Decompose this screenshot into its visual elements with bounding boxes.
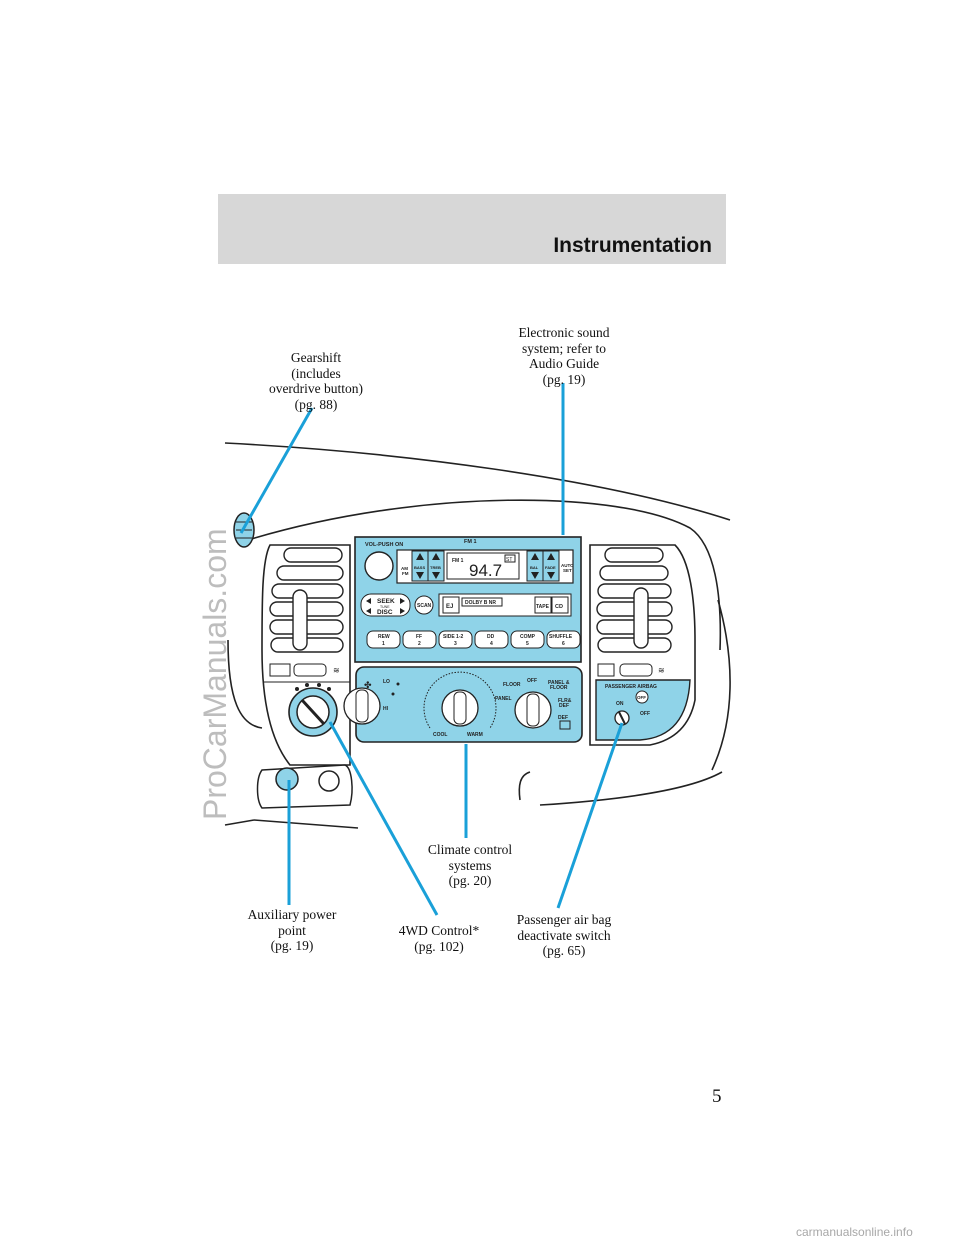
callout-gearshift: Gearshift (includes overdrive button) (p… bbox=[268, 350, 364, 412]
svg-text:TUNE: TUNE bbox=[380, 605, 390, 609]
svg-text:6: 6 bbox=[562, 641, 565, 647]
svg-text:FF: FF bbox=[416, 634, 422, 640]
svg-text:FADE: FADE bbox=[545, 565, 556, 570]
preset-4-button[interactable] bbox=[474, 630, 509, 649]
svg-text:DD: DD bbox=[487, 634, 495, 640]
svg-text:REW: REW bbox=[378, 634, 390, 640]
preset-3-button[interactable] bbox=[438, 630, 473, 649]
mode-selector-knob[interactable] bbox=[514, 691, 552, 729]
svg-text:4: 4 bbox=[490, 641, 493, 647]
arrow-icons bbox=[416, 553, 440, 579]
footer-watermark: carmanualsonline.info bbox=[796, 1225, 913, 1239]
treble-control[interactable] bbox=[427, 550, 445, 582]
svg-text:FLOOR: FLOOR bbox=[503, 682, 521, 688]
display-band: FM 1 bbox=[452, 558, 464, 564]
callout-aux-power: Auxiliary power point (pg. 19) bbox=[247, 907, 337, 953]
aux-power-point[interactable] bbox=[275, 767, 299, 791]
fade-control[interactable] bbox=[542, 550, 560, 582]
cd-button[interactable] bbox=[551, 596, 569, 614]
svg-text:HI: HI bbox=[383, 706, 389, 712]
stereo-indicator: ST bbox=[506, 557, 512, 563]
band-label: FM 1 bbox=[464, 539, 477, 545]
callout-sound-system: Electronic sound system; refer to Audio … bbox=[518, 325, 610, 387]
temperature-knob[interactable] bbox=[423, 671, 497, 729]
eject-button[interactable] bbox=[442, 596, 460, 614]
svg-text:SCAN: SCAN bbox=[417, 603, 432, 609]
svg-text:1: 1 bbox=[382, 641, 385, 647]
svg-text:DISC: DISC bbox=[377, 609, 393, 616]
svg-text:OFF: OFF bbox=[640, 711, 650, 717]
side-watermark: ProCarManuals.com bbox=[197, 528, 233, 820]
climate-control-panel: ✤ LO HI COOL WARM FLOOR OFF PANEL &FLOOR… bbox=[343, 666, 583, 743]
frequency-readout: 94.7 bbox=[469, 561, 502, 580]
callout-4wd-control: 4WD Control* (pg. 102) bbox=[398, 923, 480, 954]
vent-fan-icon: ≋ bbox=[333, 666, 340, 675]
right-vent-bezel: ≋ PASSENGER AIRBAG ON OFF OFF bbox=[589, 544, 696, 746]
vol-label: VOL-PUSH ON bbox=[365, 542, 403, 548]
seek-arrow-icons bbox=[366, 598, 405, 614]
cigarette-lighter[interactable] bbox=[318, 770, 340, 792]
volume-knob[interactable] bbox=[364, 551, 394, 581]
panel-floor-label: PANEL &FLOOR bbox=[548, 680, 570, 691]
svg-text:PASSENGER AIRBAG: PASSENGER AIRBAG bbox=[605, 684, 657, 690]
scan-button[interactable] bbox=[414, 595, 434, 615]
svg-text:DEF: DEF bbox=[558, 715, 568, 721]
radio-display bbox=[446, 552, 520, 580]
section-title: Instrumentation bbox=[553, 234, 712, 257]
svg-text:2: 2 bbox=[418, 641, 421, 647]
vent-fan-icon: ≋ bbox=[658, 666, 665, 675]
svg-text:LO: LO bbox=[383, 679, 390, 685]
fan-icon: ✤ bbox=[364, 680, 372, 690]
dolby-button[interactable] bbox=[461, 597, 503, 607]
svg-text:COOL: COOL bbox=[433, 732, 447, 738]
svg-text:CD: CD bbox=[555, 604, 563, 610]
airbag-deactivate-switch[interactable] bbox=[614, 710, 630, 726]
preset-2-button[interactable] bbox=[402, 630, 437, 649]
page-number: 5 bbox=[712, 1086, 722, 1107]
svg-text:BAL: BAL bbox=[530, 565, 539, 570]
four-wd-control-knob[interactable] bbox=[288, 683, 338, 737]
svg-text:DOLBY B NR: DOLBY B NR bbox=[465, 600, 496, 606]
svg-text:5: 5 bbox=[526, 641, 529, 647]
svg-text:PANEL: PANEL bbox=[495, 696, 512, 702]
svg-text:COMP: COMP bbox=[520, 634, 536, 640]
dashboard-outline bbox=[224, 442, 731, 829]
tape-button[interactable] bbox=[534, 596, 552, 614]
svg-text:SEEK: SEEK bbox=[377, 598, 395, 605]
svg-text:BASS: BASS bbox=[414, 565, 425, 570]
right-air-vent[interactable] bbox=[596, 547, 673, 653]
preset-1-button[interactable] bbox=[366, 630, 401, 649]
preset-6-button[interactable] bbox=[546, 630, 581, 649]
svg-text:SIDE 1-2: SIDE 1-2 bbox=[443, 634, 464, 640]
arrow-icons bbox=[531, 553, 555, 579]
callout-climate-control: Climate control systems (pg. 20) bbox=[427, 842, 513, 888]
svg-text:WARM: WARM bbox=[467, 732, 483, 738]
svg-text:SHUFFLE: SHUFFLE bbox=[549, 634, 573, 640]
lower-console bbox=[256, 764, 353, 809]
seek-disc-rocker[interactable] bbox=[360, 593, 411, 617]
floor-defrost-label: FLR&DEF bbox=[558, 698, 572, 709]
preset-5-button[interactable] bbox=[510, 630, 545, 649]
svg-text:OFF: OFF bbox=[637, 695, 646, 700]
svg-text:EJ: EJ bbox=[446, 604, 453, 610]
svg-text:ON: ON bbox=[616, 701, 624, 707]
fan-speed-knob[interactable] bbox=[343, 687, 381, 725]
header-band: Instrumentation bbox=[218, 194, 726, 264]
svg-text:OFF: OFF bbox=[527, 678, 537, 684]
svg-text:TAPE: TAPE bbox=[536, 604, 550, 610]
svg-text:3: 3 bbox=[454, 641, 457, 647]
svg-text:TREB: TREB bbox=[430, 565, 441, 570]
callout-airbag-switch: Passenger air bag deactivate switch (pg.… bbox=[516, 912, 612, 958]
left-air-vent[interactable] bbox=[269, 547, 344, 653]
preset-buttons: REW 1 FF 2 SIDE 1-2 3 DD 4 COMP 5 SHUFFL… bbox=[366, 630, 581, 649]
defrost-icon bbox=[559, 720, 571, 730]
callout-lines bbox=[239, 383, 624, 916]
